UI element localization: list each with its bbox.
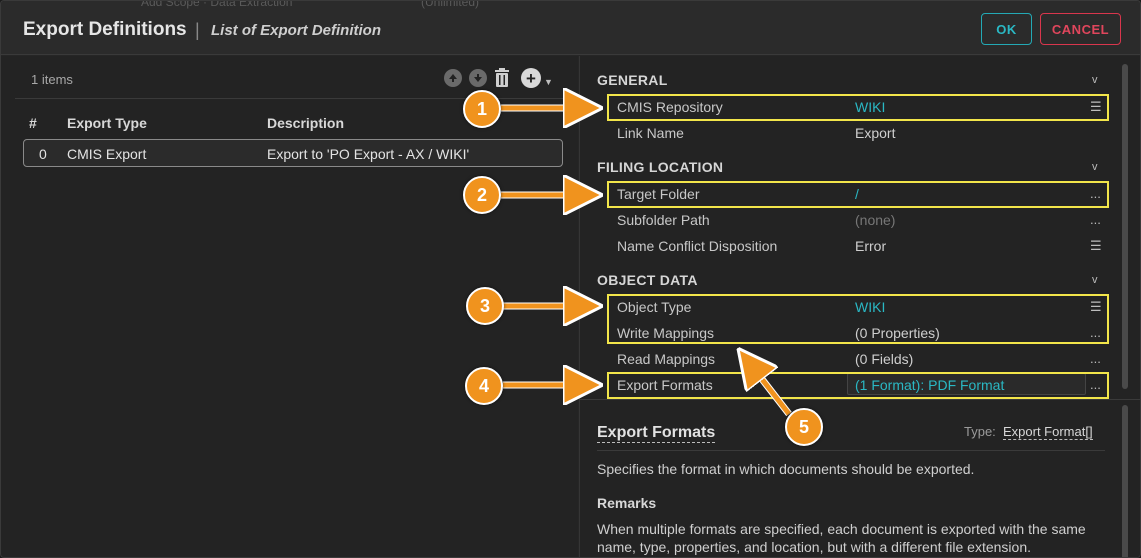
prop-link-name-label: Link Name	[617, 125, 684, 141]
ellipsis-icon[interactable]: ...	[1090, 325, 1101, 340]
prop-target-folder-label: Target Folder	[617, 186, 700, 202]
row-description: Export to 'PO Export - AX / WIKI'	[267, 146, 470, 162]
property-grid-panel: GENERAL v CMIS Repository WIKI ☰ Link Na…	[579, 56, 1140, 557]
menu-icon[interactable]: ☰	[1090, 238, 1102, 253]
help-type-label: Type:	[964, 424, 996, 439]
dialog-title: Export Definitions	[23, 19, 187, 40]
prop-export-formats-label: Export Formats	[617, 377, 713, 393]
help-remarks-text: When multiple formats are specified, eac…	[597, 521, 1086, 555]
prop-target-folder-value[interactable]: /	[855, 186, 859, 202]
export-definition-list-panel: 1 items + ▼ # Export Type Description 0 …	[1, 56, 578, 557]
chevron-down-icon[interactable]: v	[1092, 74, 1098, 86]
help-scrollbar[interactable]	[1122, 405, 1128, 557]
column-header-description: Description	[267, 115, 345, 131]
prop-object-type-value[interactable]: WIKI	[855, 299, 886, 315]
help-description: Specifies the format in which documents …	[597, 461, 975, 477]
trash-icon[interactable]	[494, 68, 510, 87]
chevron-down-icon[interactable]: v	[1092, 274, 1098, 286]
column-header-export-type: Export Type	[67, 115, 147, 131]
menu-icon[interactable]: ☰	[1090, 99, 1102, 114]
prop-write-mappings-value[interactable]: (0 Properties)	[855, 325, 940, 341]
prop-subfolder-path-value[interactable]: (none)	[855, 212, 896, 228]
prop-cmis-repository-label: CMIS Repository	[617, 99, 723, 115]
prop-name-conflict-label: Name Conflict Disposition	[617, 238, 778, 254]
ellipsis-icon[interactable]: ...	[1090, 351, 1101, 366]
chevron-down-icon[interactable]: ▼	[544, 77, 553, 87]
title-separator: |	[195, 20, 200, 40]
background-text-right: (Unlimited)	[421, 0, 480, 9]
row-index: 0	[39, 146, 47, 162]
prop-name-conflict-value[interactable]: Error	[855, 238, 887, 254]
ellipsis-icon[interactable]: ...	[1090, 377, 1101, 392]
prop-read-mappings-label: Read Mappings	[617, 351, 716, 367]
help-title: Export Formats	[597, 424, 716, 443]
list-divider	[15, 98, 563, 99]
prop-export-formats-value[interactable]: (1 Format): PDF Format	[855, 377, 1005, 393]
prop-cmis-repository-value[interactable]: WIKI	[855, 99, 886, 115]
ok-button[interactable]: OK	[981, 13, 1032, 45]
row-export-type: CMIS Export	[67, 146, 147, 162]
section-filing-location-header: FILING LOCATION	[597, 159, 724, 175]
column-header-index: #	[29, 115, 37, 131]
prop-subfolder-path-label: Subfolder Path	[617, 212, 710, 228]
dialog-header: Add Scope · Data Extraction (Unlimited) …	[1, 1, 1140, 55]
cancel-button[interactable]: CANCEL	[1040, 13, 1121, 45]
move-up-icon[interactable]	[444, 69, 462, 87]
help-remarks-heading: Remarks	[597, 495, 657, 511]
help-divider	[597, 450, 1105, 451]
prop-object-type-label: Object Type	[617, 299, 692, 315]
prop-write-mappings-label: Write Mappings	[617, 325, 715, 341]
dialog-subtitle: List of Export Definition	[211, 22, 381, 39]
prop-read-mappings-value[interactable]: (0 Fields)	[855, 351, 914, 367]
section-object-data-header: OBJECT DATA	[597, 272, 698, 288]
property-scrollbar[interactable]	[1122, 64, 1128, 389]
ellipsis-icon[interactable]: ...	[1090, 186, 1101, 201]
menu-icon[interactable]: ☰	[1090, 299, 1102, 314]
prop-link-name-value[interactable]: Export	[855, 125, 896, 141]
table-row[interactable]: 0 CMIS Export Export to 'PO Export - AX …	[23, 139, 563, 167]
background-text-left: Add Scope · Data Extraction	[141, 0, 293, 9]
items-count: 1 items	[31, 72, 73, 87]
chevron-down-icon[interactable]: v	[1092, 161, 1098, 173]
move-down-icon[interactable]	[469, 69, 487, 87]
ellipsis-icon[interactable]: ...	[1090, 212, 1101, 227]
section-general-header: GENERAL	[597, 72, 668, 88]
help-panel: Export Formats Type: Export Format[] Spe…	[580, 399, 1140, 557]
add-icon[interactable]: +	[521, 68, 541, 88]
help-type-value[interactable]: Export Format[]	[1003, 424, 1093, 440]
